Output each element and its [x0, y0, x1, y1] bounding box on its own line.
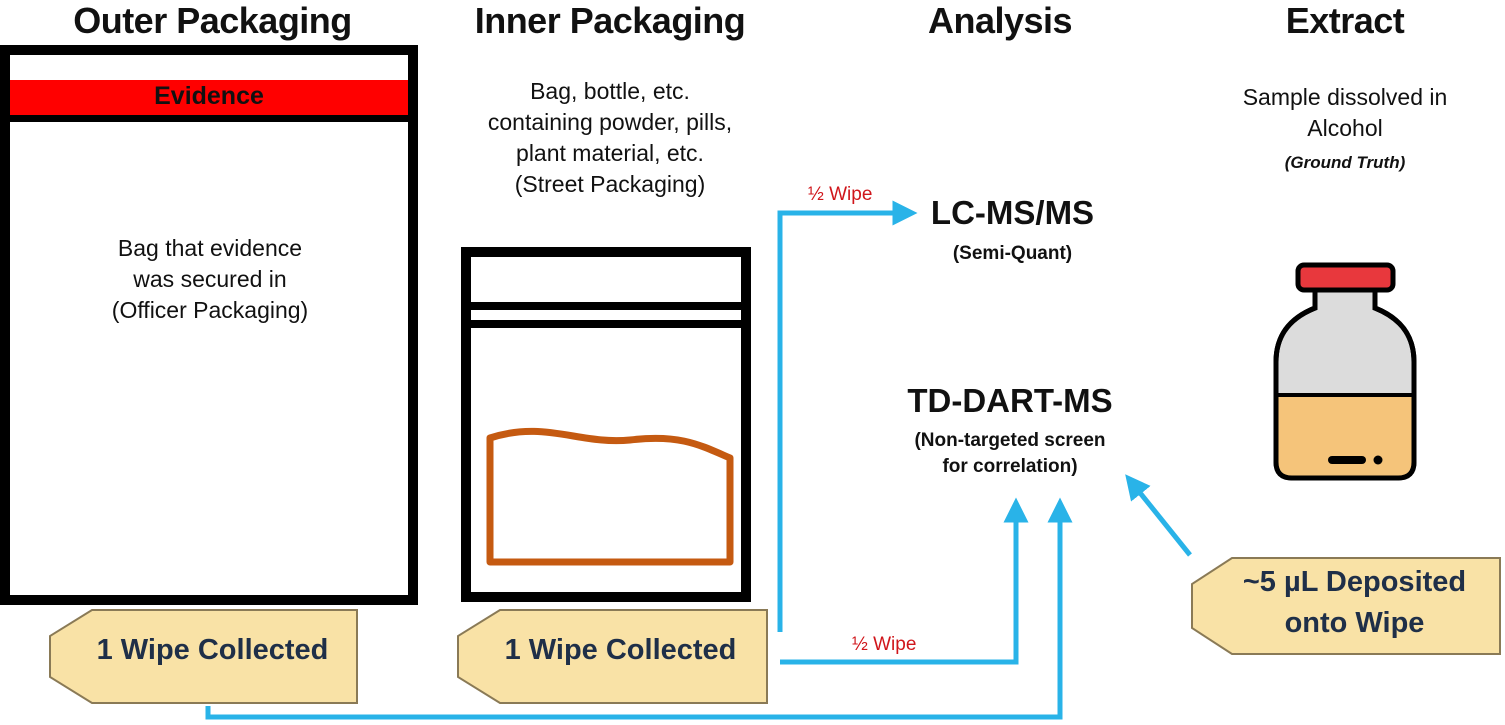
evidence-seal: [10, 80, 408, 115]
vial-icon: [1273, 262, 1417, 481]
inner-description: Bag, bottle, etc. containing powder, pil…: [487, 78, 733, 197]
outer-bag-graphic: [0, 45, 418, 605]
ground-truth-note: (Ground Truth): [1284, 153, 1406, 172]
flow-arrows: [205, 200, 1192, 720]
tddart-method-sub: (Non-targeted screen for correlation): [914, 430, 1106, 477]
extract-tag-shape: [1191, 557, 1501, 655]
extract-description: Sample dissolved in Alcohol: [1242, 84, 1448, 141]
outer-packaging-heading: Outer Packaging: [73, 0, 352, 41]
extract-tag-label: ~5 µL Deposited onto Wipe: [1242, 566, 1467, 639]
lcms-method-name: LC-MS/MS: [930, 194, 1095, 231]
arrow-outer-to-tddart: [205, 497, 1073, 720]
half-wipe-upper-label: ½ Wipe: [808, 184, 873, 205]
analysis-heading: Analysis: [927, 0, 1073, 41]
outer-wipe-tag-label: 1 Wipe Collected: [96, 634, 329, 666]
powder-graphic: [486, 427, 734, 566]
inner-wipe-tag-shape: [457, 609, 768, 704]
arrow-inner-to-tddart: [780, 497, 1029, 665]
arrow-extract-to-tddart: [1125, 474, 1192, 557]
extract-heading: Extract: [1285, 0, 1405, 41]
outer-description: Bag that evidence was secured in (Office…: [111, 235, 309, 323]
outer-wipe-tag-shape: [49, 609, 358, 704]
evidence-seal-label: Evidence: [154, 82, 264, 110]
tddart-method-name: TD-DART-MS: [907, 382, 1113, 419]
inner-packaging-heading: Inner Packaging: [474, 0, 746, 41]
inner-bag-graphic: [461, 247, 751, 602]
arrow-inner-to-lcms: [777, 200, 918, 632]
inner-wipe-tag-label: 1 Wipe Collected: [504, 634, 737, 666]
lcms-method-sub: (Semi-Quant): [952, 243, 1073, 264]
half-wipe-lower-label: ½ Wipe: [852, 634, 917, 655]
